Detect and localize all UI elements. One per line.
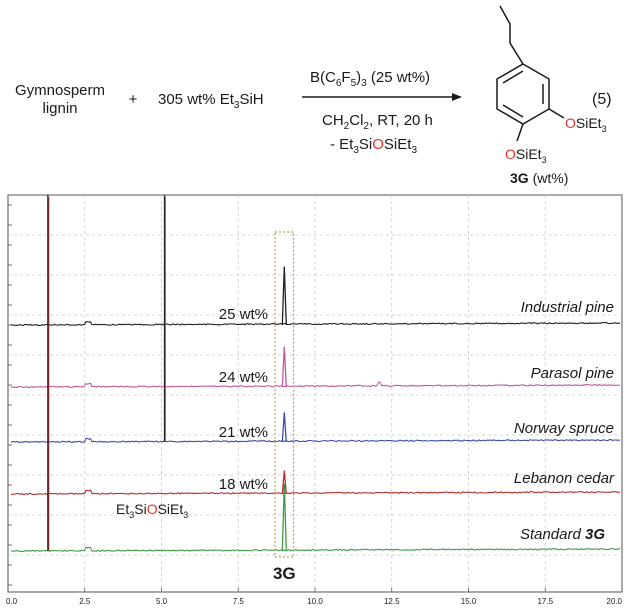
yield-label-lebanon-cedar: 18 wt% [219, 476, 268, 493]
series-label-industrial-pine: Industrial pine [521, 299, 614, 316]
series-label-lebanon-cedar: Lebanon cedar [514, 470, 615, 487]
trace-3g-peak [281, 483, 287, 552]
x-tick-label: 2.5 [79, 597, 91, 606]
byproduct-condition: - Et3SiOSiEt3 [330, 136, 417, 156]
reaction-arrow [302, 93, 462, 101]
x-tick-label: 7.5 [233, 597, 245, 606]
x-tick-label: 5.0 [156, 597, 168, 606]
x-tick-label: 15.0 [461, 597, 477, 606]
x-tick-label: 17.5 [537, 597, 553, 606]
reactant-silane: 305 wt% Et3SiH [158, 91, 264, 111]
y-axis-ticks [8, 204, 12, 586]
trace-line [10, 321, 621, 327]
product-osiet3-para: OSiEt3 [505, 146, 547, 165]
3g-peak-label: 3G [273, 564, 296, 583]
product-osiet3-meta: OSiEt3 [565, 115, 607, 134]
reactant-lignin-line1: Gymnosperm [15, 82, 105, 99]
product-structure-3g [496, 5, 565, 142]
trace-3g-peak [281, 470, 287, 495]
plus-sign: + [129, 91, 138, 108]
series-label-parasol-pine: Parasol pine [531, 365, 614, 382]
equation-number: (5) [592, 91, 612, 108]
trace-line [10, 437, 620, 444]
yield-label-industrial-pine: 25 wt% [219, 306, 268, 323]
x-tick-label: 10.0 [307, 597, 323, 606]
catalyst-condition: B(C6F5)3 (25 wt%) [310, 69, 430, 89]
trace-3g-peak [281, 266, 287, 326]
reactant-lignin-line2: lignin [42, 100, 77, 117]
trace-3g-peak [281, 346, 287, 388]
series-label-norway-spruce: Norway spruce [514, 420, 614, 437]
chromatogram: 3G Et3SiOSiEt3 Industrial pine Parasol p… [6, 194, 623, 606]
trace-3g-peak [281, 412, 287, 443]
yield-label-parasol-pine: 24 wt% [219, 369, 268, 386]
reaction-scheme: Gymnosperm lignin + 305 wt% Et3SiH B(C6F… [15, 5, 612, 186]
x-tick-label: 20.0 [606, 597, 622, 606]
solvent-peaks [47, 195, 166, 551]
trace-line [10, 489, 621, 496]
siloxane-peak-label: Et3SiOSiEt3 [116, 501, 188, 520]
yield-label-norway-spruce: 21 wt% [219, 424, 268, 441]
series-label-standard-3g: Standard 3G [520, 526, 605, 543]
x-tick-label: 12.5 [384, 597, 400, 606]
solvent-condition: CH2Cl2, RT, 20 h [322, 112, 433, 132]
grid [8, 195, 622, 592]
trace-line [10, 546, 621, 553]
x-tick-label: 0.0 [6, 597, 18, 606]
product-label: 3G (wt%) [510, 170, 568, 186]
traces [10, 266, 621, 553]
trace-line [10, 381, 621, 389]
x-axis-tick-labels: 0.0 2.5 5.0 7.5 10.0 12.5 15.0 17.5 20.0 [6, 588, 623, 606]
3g-highlight-box [274, 231, 295, 558]
